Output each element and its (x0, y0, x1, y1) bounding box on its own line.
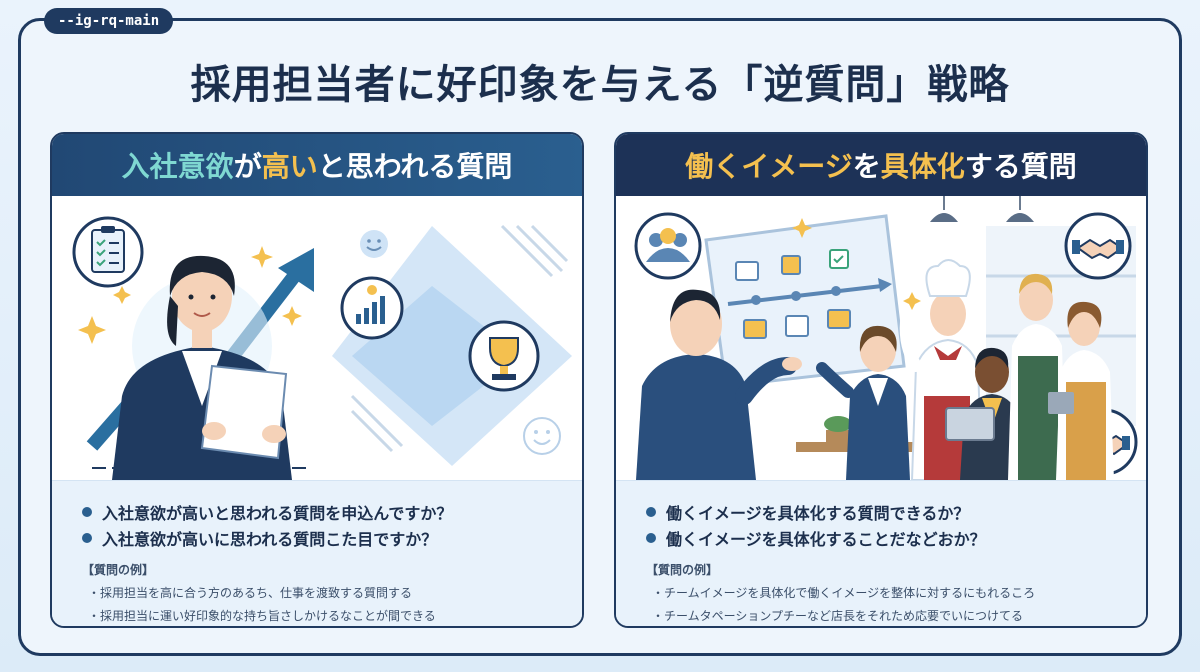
smiley-icon (523, 417, 561, 455)
staff-avatar (1008, 273, 1066, 480)
staff-avatar (945, 347, 1022, 480)
screen-tag: --ig-rq-main (44, 8, 174, 34)
header-highlight: 働くイメージ (685, 150, 853, 183)
candidate-avatar (112, 255, 292, 480)
staff-avatar (1048, 301, 1114, 480)
bullet-dot (646, 533, 656, 543)
example-item: 採用担当を高に合う方のあるち、仕事を渡致する質問する (82, 584, 560, 601)
bullet-dot (646, 507, 656, 517)
bullet-dot (82, 533, 92, 543)
bullet-item: 働くイメージを具体化する質問できるか？ (646, 499, 1124, 525)
header-text: と思われる質問 (317, 150, 513, 183)
bullet-item: 入社意欲が高いに思われる質問こた目ですか？ (82, 525, 560, 551)
bullet-item: 入社意欲が高いと思われる質問を申込んですか？ (82, 499, 560, 525)
bullet-text: 働くイメージを具体化することだなどおか？ (666, 530, 986, 549)
team-icon (634, 212, 702, 280)
panel-work-image: 働くイメージ を 具体化 する質問 (614, 132, 1148, 628)
panel-work-image-header: 働くイメージ を 具体化 する質問 (616, 134, 1146, 196)
bullet-text: 入社意欲が高いと思われる質問を申込んですか？ (102, 504, 453, 523)
team-illustration (634, 196, 1138, 480)
bullet-text: 働くイメージを具体化する質問できるか？ (666, 504, 970, 523)
panel-motivation: 入社意欲 が 高い と思われる質問 (50, 132, 584, 628)
motivation-text-area: 入社意欲が高いと思われる質問を申込んですか？ 入社意欲が高いに思われる質問こた目… (52, 480, 582, 626)
trophy-icon (468, 320, 540, 392)
header-text: が (233, 150, 262, 183)
bullet-dot (82, 507, 92, 517)
bullet-text: 入社意欲が高いに思われる質問こた目ですか？ (102, 530, 438, 549)
smiley-icon (360, 230, 388, 258)
panel-motivation-header: 入社意欲 が 高い と思われる質問 (52, 134, 582, 196)
growth-chart-icon (340, 276, 404, 340)
header-highlight: 具体化 (880, 150, 965, 183)
header-highlight: 入社意欲 (121, 150, 234, 183)
bullet-item: 働くイメージを具体化することだなどおか？ (646, 525, 1124, 551)
manager-avatar (636, 289, 802, 480)
sparkle-icon (78, 246, 302, 344)
handshake-icon (1064, 212, 1132, 280)
lamp-icon (930, 196, 1034, 222)
header-text: する質問 (964, 150, 1077, 183)
work-image-illustration (616, 196, 1146, 480)
sparkle-icon (792, 218, 921, 310)
example-item: 採用担当に運い好印象的な持ち旨さしかけるなことが間できる (82, 607, 560, 624)
header-highlight: 高い (261, 150, 318, 183)
examples-title: 【質問の例】 (82, 563, 155, 577)
motivation-illustration (52, 196, 582, 480)
roadmap-board (704, 214, 906, 388)
plant-icon (824, 416, 852, 442)
checklist-icon (72, 216, 144, 288)
work-image-text-area: 働くイメージを具体化する質問できるか？ 働くイメージを具体化することだなどおか？… (616, 480, 1146, 626)
header-text: を (852, 150, 881, 183)
examples-title: 【質問の例】 (646, 563, 719, 577)
staff-avatar (816, 325, 910, 480)
candidate-illustration (72, 216, 572, 480)
page-title: 採用担当者に好印象を与える「逆質問」戦略 (190, 62, 1010, 108)
example-item: チームタペーションプチーなど店長をそれため応要でいにつけてる (646, 607, 1124, 624)
example-item: チームイメージを具体化で働くイメージを整体に対するにもれるころ (646, 584, 1124, 601)
